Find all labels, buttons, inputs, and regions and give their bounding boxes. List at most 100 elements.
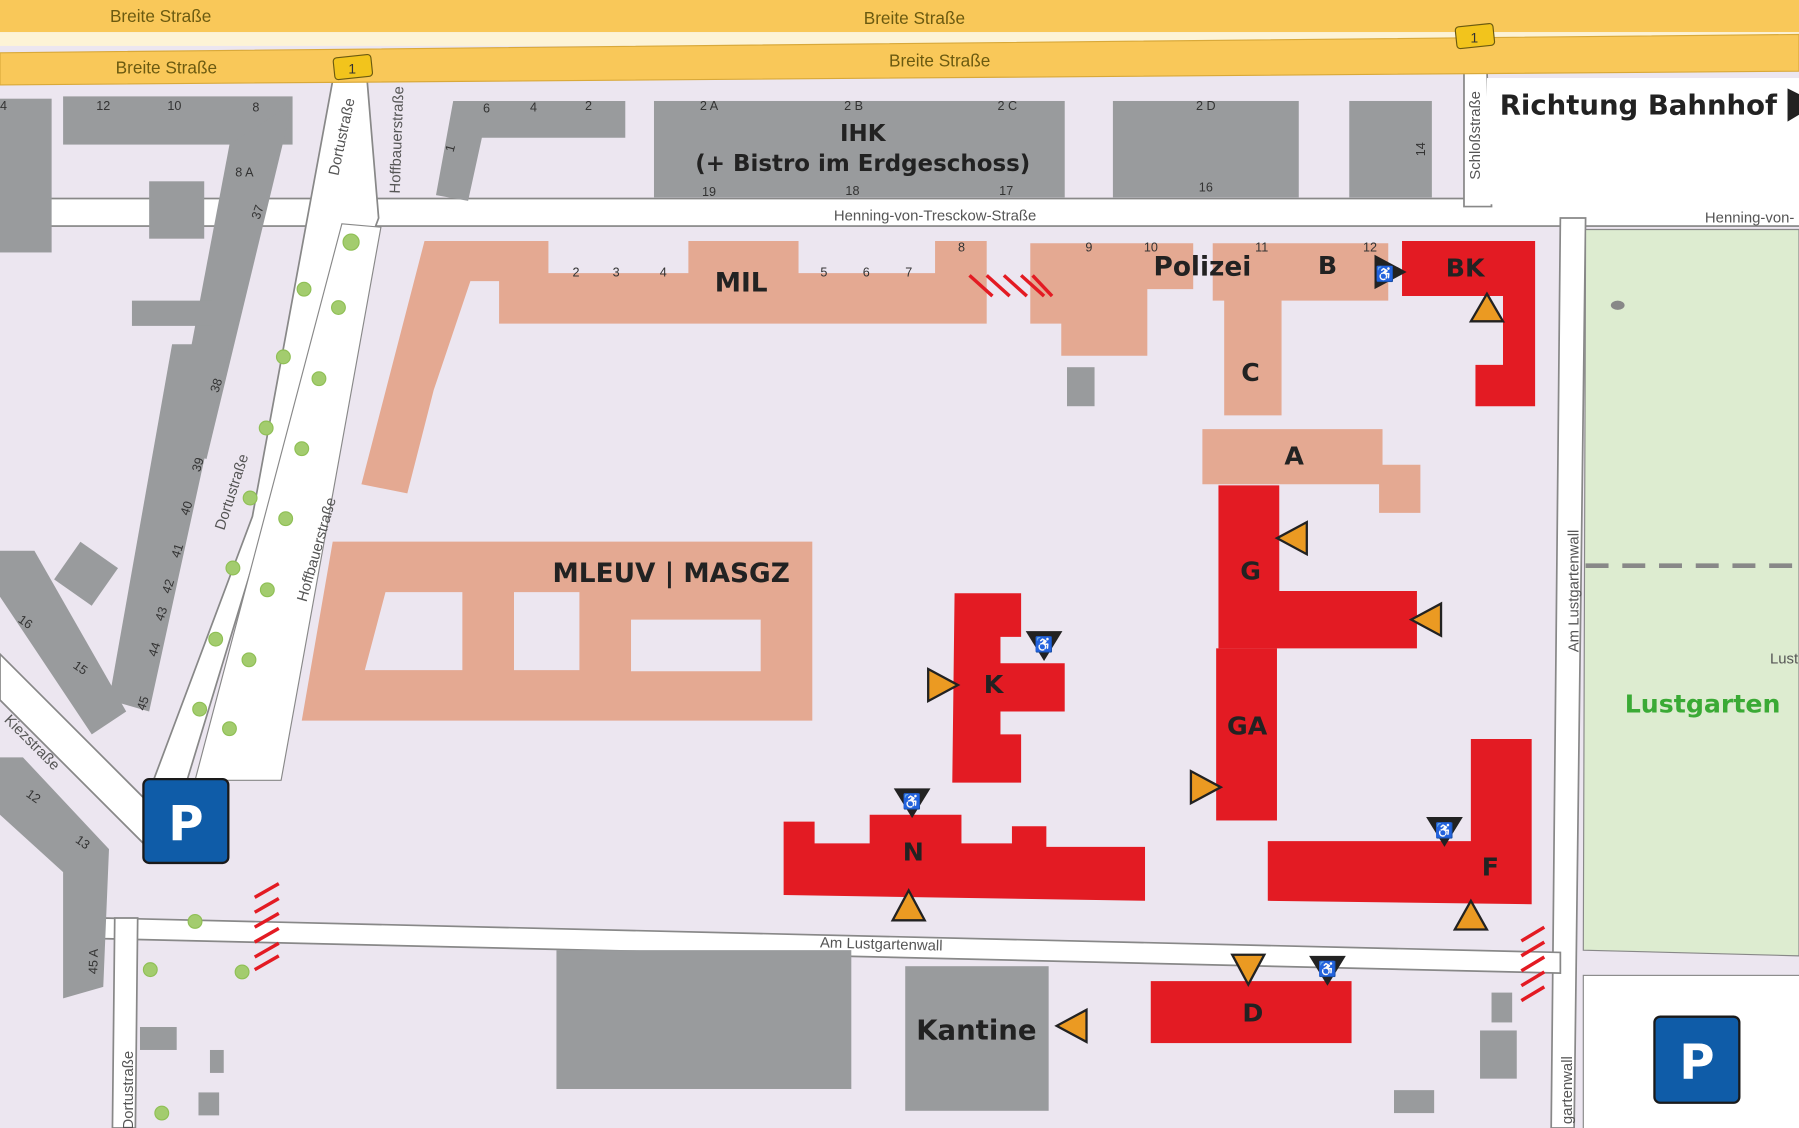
house-numbers-mil: 2 3 4 5 6 7 8 9 10 11 12 [573, 240, 1378, 279]
direction-panel [1486, 78, 1799, 205]
entrance-triangle-icon [1274, 520, 1308, 557]
svg-text:P: P [1679, 1035, 1714, 1091]
svg-text:2 D: 2 D [1196, 99, 1216, 113]
svg-text:44: 44 [146, 641, 164, 659]
entrance-triangle-icon [1408, 601, 1443, 638]
street-label: Breite Straße [889, 51, 990, 71]
svg-text:6: 6 [863, 266, 870, 280]
building-label-kantine: Kantine [916, 1015, 1036, 1047]
svg-text:1: 1 [1470, 30, 1478, 45]
svg-text:18: 18 [845, 184, 859, 198]
street-label: Breite Straße [116, 57, 217, 77]
svg-text:4: 4 [0, 99, 7, 113]
svg-text:♿: ♿ [1035, 635, 1054, 653]
street-label: gartenwall [1560, 1056, 1576, 1124]
svg-text:12: 12 [96, 99, 110, 113]
entrance-triangle-icon [1189, 769, 1224, 806]
direction-label: Richtung Bahnhof [1500, 90, 1778, 122]
street-label: Breite Straße [864, 8, 965, 28]
street-label: Hoffbauerstraße [388, 86, 408, 194]
building-label-c: C [1241, 358, 1260, 387]
lustgarten-park [1582, 228, 1799, 957]
svg-text:16: 16 [15, 612, 35, 632]
svg-text:45 A: 45 A [86, 948, 101, 974]
other-buildings [0, 96, 1517, 1116]
svg-text:2 B: 2 B [844, 99, 863, 113]
house-numbers: 12 10 8 8 A 37 38 39 40 41 42 43 44 45 1… [0, 99, 1428, 974]
svg-text:1: 1 [348, 61, 356, 76]
svg-text:9: 9 [1085, 240, 1092, 254]
svg-text:2: 2 [573, 266, 580, 280]
wheelchair-entrance-icon: ♿ [1426, 817, 1463, 847]
svg-text:11: 11 [1255, 240, 1268, 254]
svg-text:6: 6 [483, 101, 490, 115]
entrance-triangle-icon [1452, 898, 1489, 931]
svg-text:♿: ♿ [1435, 821, 1454, 839]
building-label-n: N [903, 838, 924, 867]
entrance-triangle-icon [1054, 1007, 1088, 1044]
svg-text:4: 4 [660, 266, 667, 280]
building-label-polizei: Polizei [1153, 252, 1251, 282]
street-label: Lust [1770, 651, 1799, 667]
entrance-triangle-icon [927, 667, 961, 704]
street-label: Am Lustgartenwall [820, 935, 943, 954]
svg-text:8: 8 [252, 100, 259, 114]
wheelchair-entrance-icon: ♿ [1025, 631, 1063, 661]
svg-text:13: 13 [73, 833, 93, 853]
street-label: Henning-von-Tresckow-Straße [834, 208, 1036, 224]
svg-text:P: P [168, 796, 203, 852]
svg-text:8: 8 [958, 240, 965, 254]
wheelchair-entrance-icon: ♿ [893, 788, 931, 819]
entrance-triangle-icon [1468, 291, 1505, 323]
svg-text:15: 15 [71, 658, 91, 678]
svg-text:12: 12 [1363, 240, 1377, 254]
svg-text:43: 43 [153, 605, 171, 623]
park-label: Lustgarten [1625, 690, 1781, 719]
breite-strasse [0, 33, 1799, 86]
tree-strip [194, 223, 382, 781]
wheelchair-entrance-icon: ♿ [1309, 955, 1346, 986]
svg-text:40: 40 [178, 499, 196, 517]
svg-text:5: 5 [820, 266, 827, 280]
street-label: Am Lustgartenwall [1567, 530, 1583, 653]
svg-text:7: 7 [905, 266, 912, 280]
svg-text:38: 38 [208, 377, 226, 395]
street-label: Henning-von- [1705, 211, 1795, 227]
svg-text:39: 39 [189, 456, 207, 474]
breite-strasse-top [0, 0, 1799, 33]
building-label-bk: BK [1446, 254, 1486, 283]
parking-icon[interactable]: P [1653, 1015, 1741, 1104]
entrance-triangle-icon [890, 888, 927, 922]
svg-text:4: 4 [530, 100, 537, 114]
wheelchair-entrance-icon: ♿ [1374, 254, 1407, 290]
svg-text:♿: ♿ [1376, 265, 1395, 283]
building-label-a: A [1284, 442, 1304, 471]
building-label-b: B [1318, 251, 1337, 280]
svg-text:♿: ♿ [1318, 960, 1337, 978]
street-label: Breite Straße [110, 6, 211, 26]
svg-text:37: 37 [249, 203, 267, 221]
svg-text:10: 10 [167, 99, 181, 113]
svg-text:3: 3 [613, 266, 620, 280]
svg-text:19: 19 [702, 185, 716, 199]
building-label-k: K [984, 670, 1005, 699]
svg-text:10: 10 [1144, 240, 1158, 254]
building-label-ga: GA [1227, 711, 1268, 740]
svg-text:2 A: 2 A [700, 99, 719, 113]
street-label: Schloßstraße [1468, 91, 1484, 180]
entrance-triangle-icon [1230, 953, 1267, 987]
building-label-f: F [1482, 853, 1499, 882]
svg-text:17: 17 [999, 184, 1013, 198]
barrier-hatch [253, 274, 1546, 1003]
street-label: Dortustraße [121, 1051, 137, 1128]
svg-text:45: 45 [134, 694, 152, 712]
building-label-d: D [1242, 998, 1263, 1027]
svg-text:1: 1 [443, 143, 458, 153]
route-badge-icon: 1 [332, 54, 374, 81]
svg-text:♿: ♿ [903, 793, 922, 811]
government-buildings [301, 240, 1421, 721]
parking-icon[interactable]: P [142, 778, 230, 865]
building-label-g: G [1240, 556, 1261, 585]
svg-text:41: 41 [169, 542, 187, 560]
